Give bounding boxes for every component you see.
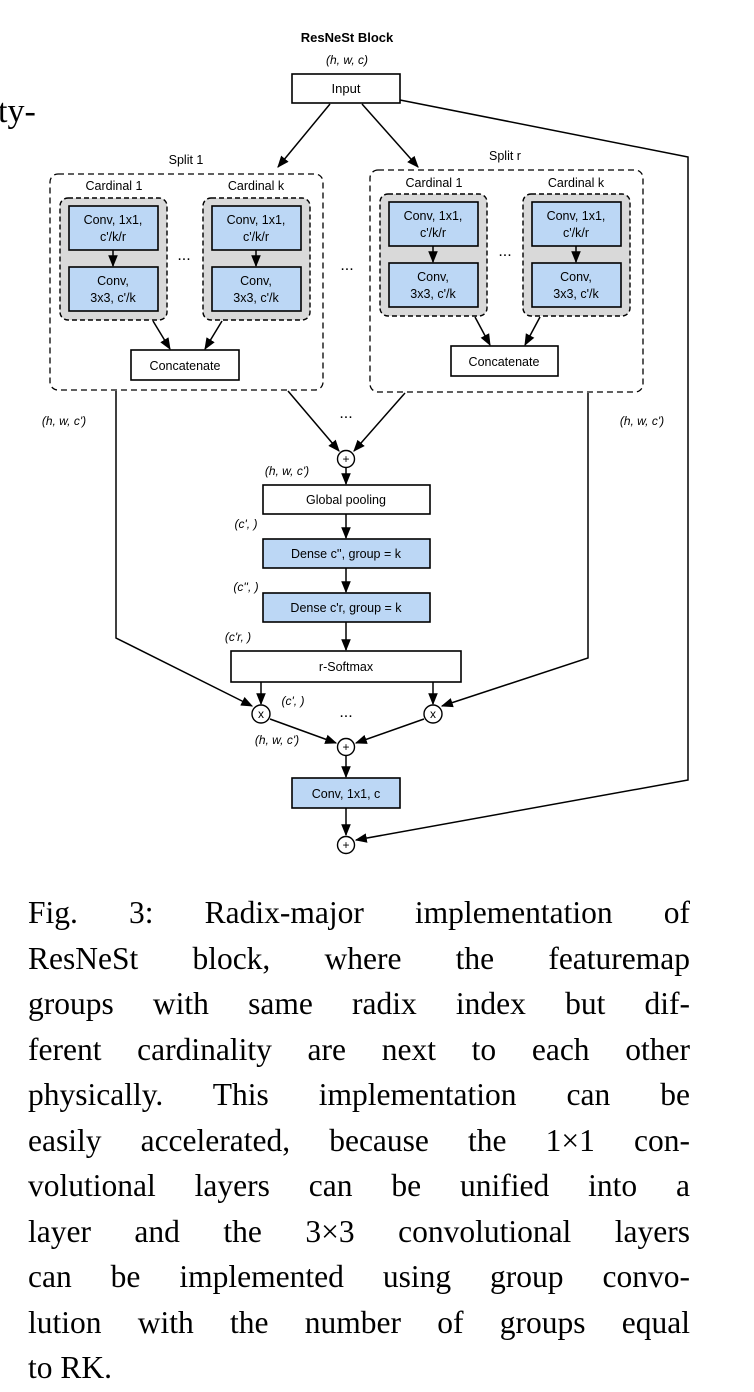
conv1x1-label-line1: Conv, 1x1, (227, 213, 286, 227)
dense-1-label: Dense c'', group = k (291, 547, 402, 561)
caption-line: to RK. (28, 1350, 113, 1385)
split-r-cardinal-k-conv1x1 (531, 201, 622, 247)
caption-line: ResNeSt block, where the featuremap (28, 940, 690, 976)
conv1x1-label-line2: c'/k/r (243, 230, 269, 244)
to-concatenate-arrow (152, 320, 171, 351)
caption-line: ferent cardinality are next to each othe… (28, 1031, 690, 1067)
dense-1-output-dims: (c'', ) (233, 580, 258, 594)
caption-line: Fig. 3: Radix-major implementation of (28, 895, 690, 930)
cardinal-ellipsis: ... (177, 247, 190, 264)
split-1-cardinal-1-conv3x3 (68, 266, 159, 312)
split-r-to-sum-arrow (353, 392, 406, 452)
split-r-group (369, 169, 644, 393)
split-r-output-dims: (h, w, c') (620, 414, 664, 428)
split-r-to-multiply-arrow (440, 393, 589, 708)
input-label: Input (332, 81, 361, 96)
caption-line: groups with same radix index but dif- (28, 986, 690, 1021)
split-1-group (49, 173, 324, 391)
split-1-cardinal-k-conv3x3 (211, 266, 302, 312)
split-1-output-dims: (h, w, c') (42, 414, 86, 428)
sum-output-dims: (h, w, c') (265, 464, 309, 478)
split-1-to-sum-arrow (287, 390, 340, 452)
conv3x3-label-line2: 3x3, c'/k (410, 287, 456, 301)
caption-line: volutional layers can be unified into a (28, 1168, 690, 1203)
sum-symbol: + (342, 740, 349, 754)
conv1x1-label-line1: Conv, 1x1, (404, 209, 463, 223)
sum-symbol: + (342, 838, 349, 852)
conv1x1-label-line2: c'/k/r (100, 230, 126, 244)
split-sum-node (336, 449, 356, 469)
split-r-cardinal-k-conv3x3 (531, 262, 622, 308)
split-r-label: Split r (489, 149, 521, 163)
conv1x1-label-line2: c'/k/r (563, 226, 589, 240)
caption-line: easily accelerated, because the 1×1 con- (28, 1122, 690, 1158)
conv1x1-label-line1: Conv, 1x1, (84, 213, 143, 227)
caption-line: physically. This implementation can be (28, 1077, 690, 1112)
to-concatenate-arrow (204, 320, 223, 351)
multiply-symbol: x (258, 707, 264, 721)
conv3x3-label-line2: 3x3, c'/k (90, 291, 136, 305)
softmax-output-dims: (c', ) (282, 694, 305, 708)
r-softmax-box (230, 650, 462, 683)
split-ellipsis: ... (340, 257, 353, 274)
split-1-cardinal-k-label: Cardinal k (228, 179, 285, 193)
conv3x3-label-line1: Conv, (240, 274, 272, 288)
split-r-concatenate-box (450, 345, 559, 377)
conv3x3-label-line2: 3x3, c'/k (233, 291, 279, 305)
pooling-output-dims: (c', ) (235, 517, 258, 531)
split-1-concatenate-box (130, 349, 240, 381)
conv3x3-label-line1: Conv, (560, 270, 592, 284)
dense-2-label: Dense c'r, group = k (290, 601, 402, 615)
conv1x1-label-line2: c'/k/r (420, 226, 446, 240)
split-1-cardinal-k-conv1x1 (211, 205, 302, 251)
conv1x1-label-line1: Conv, 1x1, (547, 209, 606, 223)
to-concatenate-arrow (474, 316, 491, 347)
attention-sum-node (336, 737, 356, 757)
sum-symbol: + (342, 452, 349, 466)
multiply-node-r (423, 704, 443, 724)
split-1-label: Split 1 (169, 153, 204, 167)
output-sum-node (336, 835, 356, 855)
input-dims-label: (h, w, c) (326, 53, 368, 67)
multiply-r-to-sum-arrow (354, 718, 425, 744)
r-softmax-label: r-Softmax (319, 660, 374, 674)
caption-line: lution with the number of groups equal (28, 1304, 690, 1340)
global-pooling-label: Global pooling (306, 493, 386, 507)
residual-shortcut-arrow (354, 99, 689, 843)
caption-line: can be implemented using group convo- (28, 1259, 690, 1294)
cardinal-ellipsis: ... (498, 243, 511, 260)
figure-caption: Fig. 3: Radix-major implementation of Res… (28, 890, 690, 1391)
split-r-cardinal-k-label: Cardinal k (548, 176, 605, 190)
dense-2-box (262, 592, 431, 623)
final-conv-label: Conv, 1x1, c (312, 787, 381, 801)
input-to-split-r-arrow (361, 103, 419, 168)
concatenate-label: Concatenate (150, 359, 221, 373)
input-box (291, 73, 401, 104)
split-1-to-multiply-arrow (115, 391, 254, 707)
to-concatenate-arrow (524, 316, 541, 347)
multiply-ellipsis: ... (339, 704, 352, 721)
input-to-split-1-arrow (277, 103, 331, 168)
multiply-symbol: x (430, 707, 436, 721)
conv3x3-label-line1: Conv, (417, 270, 449, 284)
multiply-1-to-sum-arrow (269, 718, 338, 744)
diagram-title: ResNeSt Block (301, 30, 394, 45)
split-1-cardinal-1-label: Cardinal 1 (86, 179, 143, 193)
conv3x3-label-line1: Conv, (97, 274, 129, 288)
caption-line: layer and the 3×3 convolutional layers (28, 1213, 690, 1249)
split-r-cardinal-1-conv3x3 (388, 262, 479, 308)
concatenate-label: Concatenate (469, 355, 540, 369)
multiply-node-1 (251, 704, 271, 724)
split-r-cardinal-1-conv1x1 (388, 201, 479, 247)
sum-ellipsis: ... (339, 405, 352, 422)
split-r-cardinal-1-label: Cardinal 1 (406, 176, 463, 190)
resnest-block-diagram: ty- ResNeSt Block (h, w, c) Input Split … (0, 30, 689, 855)
final-conv-box (291, 777, 401, 809)
previous-column-fragment: ty- (0, 93, 36, 130)
attention-output-dims: (h, w, c') (255, 733, 299, 747)
dense-2-output-dims: (c'r, ) (225, 630, 251, 644)
global-pooling-box (262, 484, 431, 515)
conv3x3-label-line2: 3x3, c'/k (553, 287, 599, 301)
